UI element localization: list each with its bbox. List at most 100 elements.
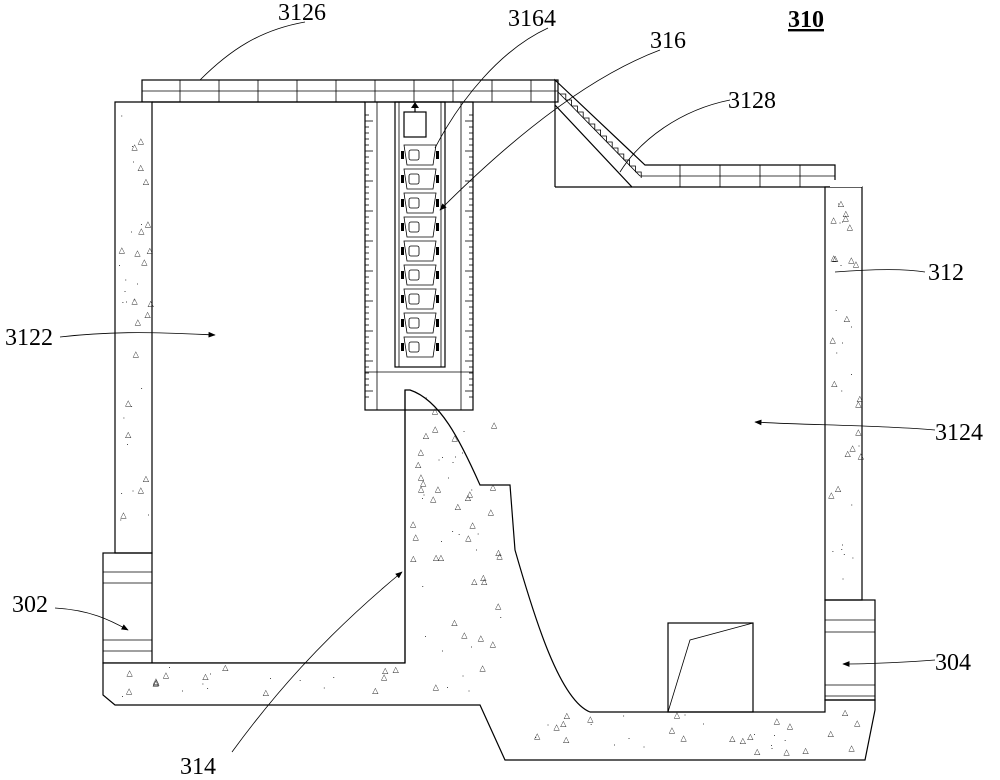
left-wall: [102, 101, 153, 664]
svg-text:·: ·: [839, 219, 842, 228]
svg-text:·: ·: [784, 737, 787, 746]
svg-text:△: △: [855, 399, 862, 408]
svg-text:·: ·: [643, 743, 646, 752]
svg-text:·: ·: [125, 276, 128, 285]
svg-text:△: △: [803, 746, 810, 755]
svg-text:△: △: [135, 317, 142, 326]
svg-text:△: △: [490, 483, 497, 492]
svg-text:·: ·: [209, 670, 212, 679]
svg-text:△: △: [747, 732, 754, 741]
svg-text:·: ·: [132, 158, 135, 167]
svg-text:△: △: [831, 215, 838, 224]
label-stair-slope: 3128: [728, 88, 776, 114]
svg-text:△: △: [587, 715, 594, 724]
svg-text:△: △: [534, 732, 541, 741]
svg-text:△: △: [138, 163, 145, 172]
svg-text:△: △: [830, 336, 837, 345]
svg-text:△: △: [855, 428, 862, 437]
svg-text:·: ·: [422, 582, 425, 591]
svg-text:△: △: [838, 199, 845, 208]
svg-text:·: ·: [684, 711, 687, 720]
svg-text:△: △: [828, 729, 835, 738]
svg-text:△: △: [413, 533, 420, 542]
svg-text:△: △: [467, 489, 474, 498]
bucket-icon: [401, 168, 439, 190]
svg-text:△: △: [147, 246, 154, 255]
svg-text:△: △: [133, 350, 140, 359]
svg-text:△: △: [393, 665, 400, 674]
svg-text:·: ·: [140, 385, 143, 394]
svg-text:△: △: [848, 255, 855, 264]
svg-text:△: △: [202, 672, 209, 681]
svg-text:△: △: [849, 744, 856, 753]
svg-text:·: ·: [843, 551, 846, 560]
svg-text:·: ·: [299, 676, 302, 685]
svg-text:·: ·: [858, 442, 861, 451]
svg-text:△: △: [410, 520, 417, 529]
svg-text:△: △: [410, 554, 417, 563]
svg-text:·: ·: [628, 734, 631, 743]
svg-text:△: △: [831, 253, 838, 262]
svg-text:△: △: [418, 472, 425, 481]
svg-text:△: △: [465, 493, 472, 502]
svg-text:·: ·: [147, 511, 150, 520]
svg-text:△: △: [853, 259, 860, 268]
svg-text:△: △: [842, 708, 849, 717]
svg-text:△: △: [418, 448, 425, 457]
svg-text:·: ·: [590, 721, 593, 730]
svg-text:△: △: [420, 478, 427, 487]
label-inlet: 302: [12, 592, 48, 618]
label-right-chamber: 3124: [935, 420, 983, 446]
svg-text:·: ·: [462, 672, 465, 681]
svg-text:△: △: [127, 669, 134, 678]
svg-text:△: △: [497, 551, 504, 560]
bucket-icon: [401, 144, 439, 166]
svg-text:·: ·: [841, 339, 844, 348]
svg-text:·: ·: [425, 394, 428, 403]
label-left-chamber: 3122: [5, 325, 53, 351]
figure-number: 310: [788, 7, 824, 33]
svg-text:·: ·: [269, 675, 272, 684]
svg-text:△: △: [564, 711, 571, 720]
svg-text:△: △: [382, 666, 389, 675]
svg-text:△: △: [480, 663, 487, 672]
svg-text:△: △: [560, 719, 567, 728]
svg-text:·: ·: [832, 548, 835, 557]
svg-text:△: △: [372, 686, 379, 695]
svg-text:△: △: [134, 248, 141, 257]
svg-text:△: △: [148, 299, 155, 308]
svg-text:·: ·: [753, 730, 756, 739]
right-wall: [824, 180, 876, 701]
svg-text:△: △: [145, 219, 152, 228]
svg-text:△: △: [415, 460, 422, 469]
svg-text:·: ·: [837, 200, 840, 209]
svg-text:·: ·: [852, 554, 855, 563]
floor-box: [667, 622, 754, 713]
svg-text:△: △: [455, 502, 462, 511]
svg-text:△: △: [120, 511, 127, 520]
svg-text:·: ·: [121, 112, 124, 121]
bucket-icon: [401, 216, 439, 238]
svg-text:△: △: [465, 534, 472, 543]
svg-text:△: △: [432, 406, 439, 415]
svg-text:△: △: [430, 494, 437, 503]
svg-text:△: △: [491, 420, 498, 429]
svg-text:△: △: [858, 452, 865, 461]
svg-text:△: △: [143, 177, 150, 186]
svg-text:△: △: [847, 223, 854, 232]
svg-text:△: △: [132, 296, 139, 305]
svg-text:△: △: [481, 577, 488, 586]
svg-text:△: △: [423, 431, 430, 440]
svg-text:△: △: [153, 679, 160, 688]
svg-text:·: ·: [421, 495, 424, 504]
svg-text:·: ·: [500, 614, 503, 623]
svg-text:·: ·: [702, 720, 705, 729]
svg-text:·: ·: [468, 687, 471, 696]
svg-text:△: △: [563, 735, 570, 744]
svg-text:·: ·: [836, 349, 839, 358]
svg-text:·: ·: [850, 371, 853, 380]
svg-text:·: ·: [613, 741, 616, 750]
svg-text:·: ·: [424, 632, 427, 641]
bucket-icon: [401, 336, 439, 358]
svg-text:·: ·: [835, 306, 838, 315]
